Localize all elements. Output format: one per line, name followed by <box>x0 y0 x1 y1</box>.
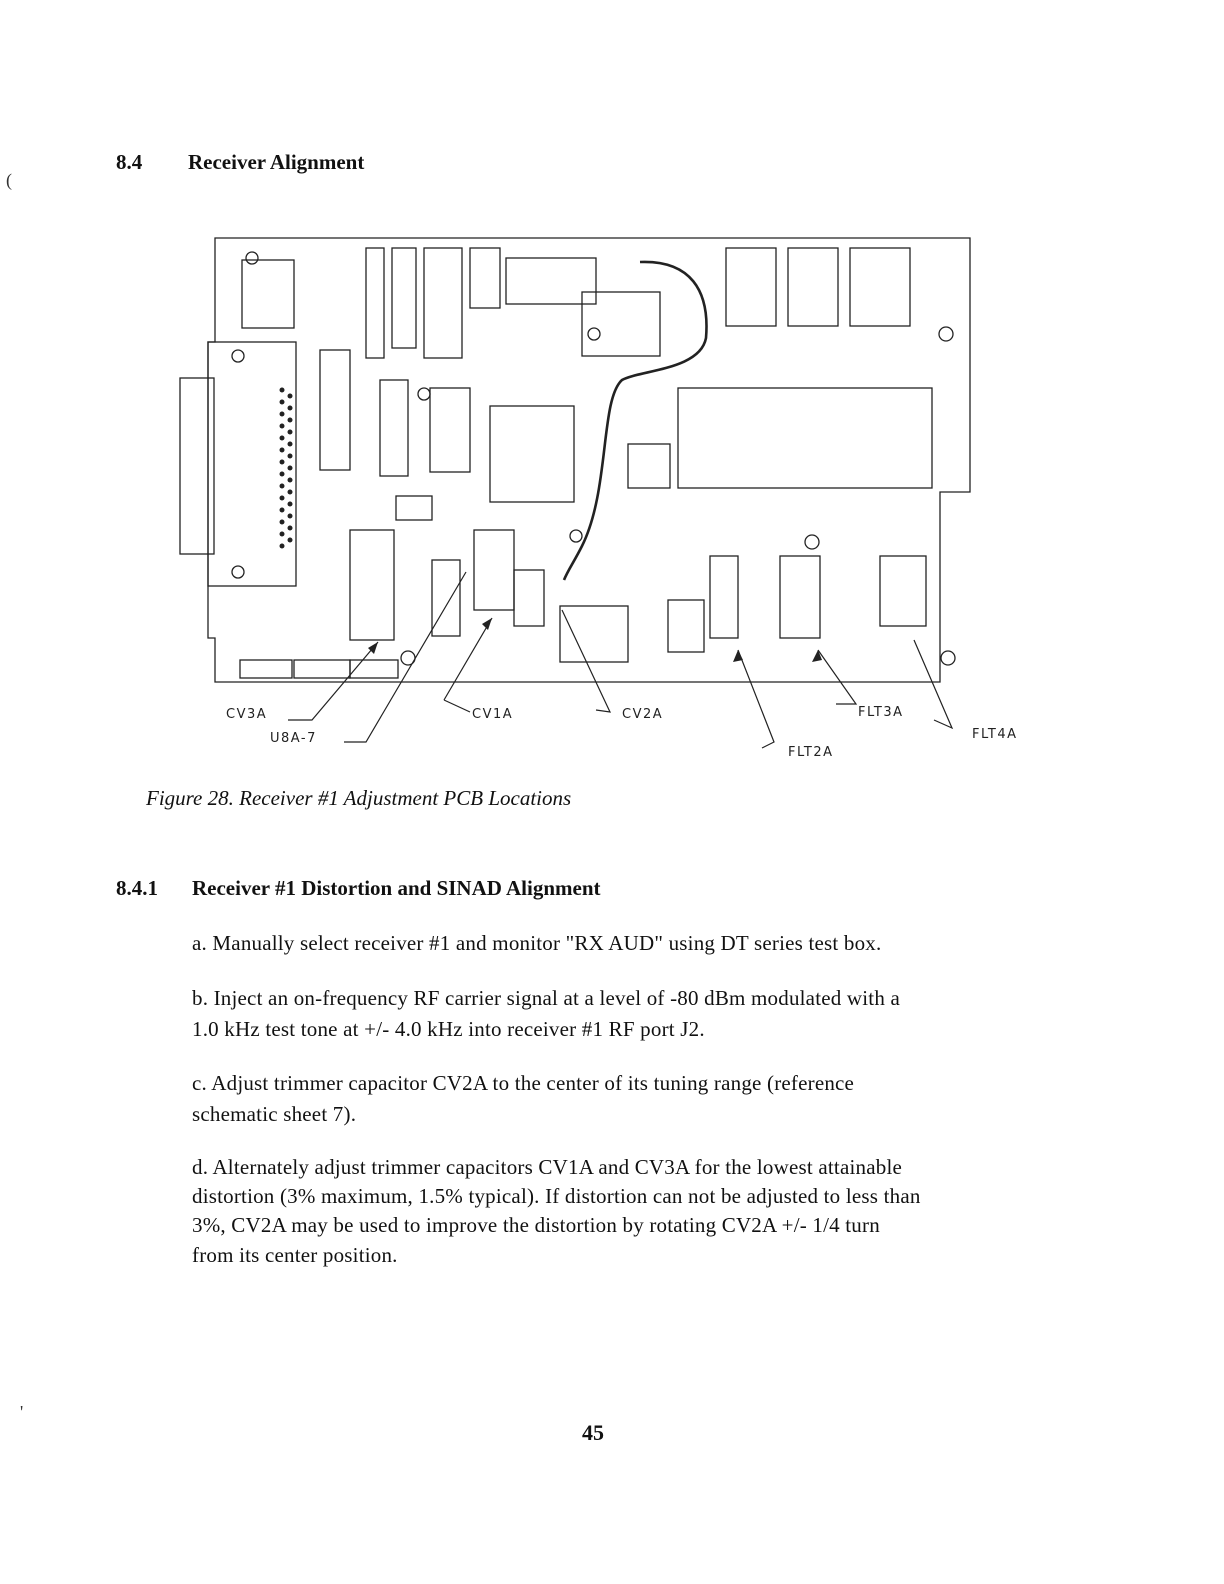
figure-caption: Figure 28. Receiver #1 Adjustment PCB Lo… <box>146 786 572 810</box>
callout-leaders <box>288 571 954 749</box>
callout-cv2a: CV2A <box>622 707 663 722</box>
page-number: 45 <box>582 1420 604 1445</box>
step-c-line-2: schematic sheet 7). <box>192 1102 357 1126</box>
callout-flt3a: FLT3A <box>858 705 904 720</box>
step-d-line-1: d. Alternately adjust trimmer capacitors… <box>192 1155 902 1179</box>
pcb-figure: CV3A U8A-7 CV1A CV2A FLT3A FLT4A FLT2A <box>179 237 1018 760</box>
section-number: 8.4 <box>116 150 143 174</box>
margin-mark-bottom: ' <box>20 1402 24 1422</box>
step-d-line-2: distortion (3% maximum, 1.5% typical). I… <box>192 1184 921 1208</box>
callout-u8a7: U8A-7 <box>270 731 317 746</box>
section-title: Receiver Alignment <box>188 150 365 174</box>
subsection-number: 8.4.1 <box>116 876 158 900</box>
callout-flt4a: FLT4A <box>972 727 1018 742</box>
step-d-line-3: 3%, CV2A may be used to improve the dist… <box>192 1213 880 1237</box>
pcb-board-drawing <box>179 237 971 683</box>
callout-cv3a: CV3A <box>226 707 267 722</box>
step-a: a. Manually select receiver #1 and monit… <box>192 931 882 955</box>
margin-mark-top: ( <box>6 170 12 190</box>
step-c-line-1: c. Adjust trimmer capacitor CV2A to the … <box>192 1071 855 1095</box>
subsection-title: Receiver #1 Distortion and SINAD Alignme… <box>192 876 601 900</box>
callout-flt2a: FLT2A <box>788 745 834 760</box>
step-b-line-2: 1.0 kHz test tone at +/- 4.0 kHz into re… <box>192 1017 705 1041</box>
step-b-line-1: b. Inject an on-frequency RF carrier sig… <box>192 986 901 1010</box>
callout-arrowheads <box>368 618 822 662</box>
step-d-line-4: from its center position. <box>192 1243 398 1267</box>
callout-cv1a: CV1A <box>472 707 513 722</box>
